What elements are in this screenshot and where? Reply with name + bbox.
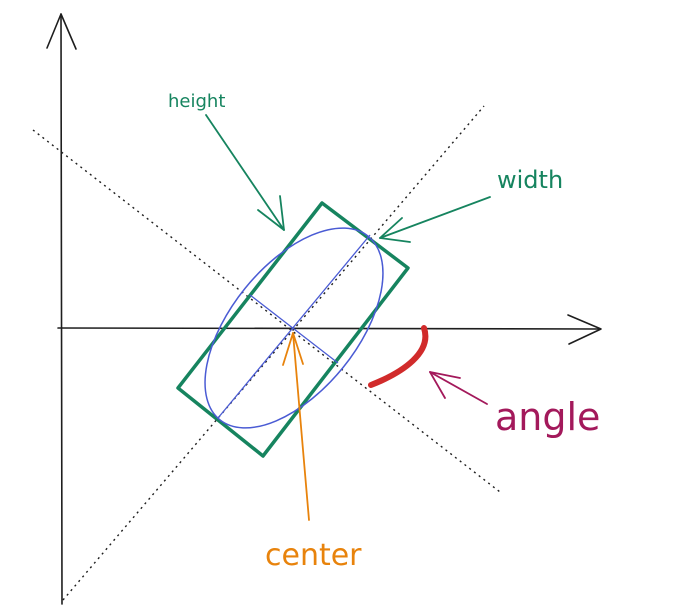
diagonal-minor-axis bbox=[32, 129, 501, 493]
bounding-rectangle bbox=[176, 201, 410, 458]
diagonal-major-axis bbox=[62, 105, 485, 601]
height-label: height bbox=[168, 91, 225, 112]
angle-arrow bbox=[429, 371, 488, 405]
y-axis-arrowhead bbox=[46, 13, 77, 50]
angle-label: angle bbox=[495, 395, 600, 439]
x-axis bbox=[57, 314, 602, 345]
height-arrow bbox=[205, 114, 285, 231]
ellipse-minor-line bbox=[249, 294, 339, 364]
width-label: width bbox=[497, 166, 563, 194]
ellipse-major-line bbox=[217, 234, 371, 419]
x-axis-arrowhead bbox=[567, 314, 602, 345]
width-arrow bbox=[379, 196, 491, 243]
y-axis bbox=[46, 13, 77, 605]
angle-arc bbox=[368, 325, 429, 388]
center-arrow bbox=[282, 332, 310, 521]
center-label: center bbox=[265, 538, 362, 573]
